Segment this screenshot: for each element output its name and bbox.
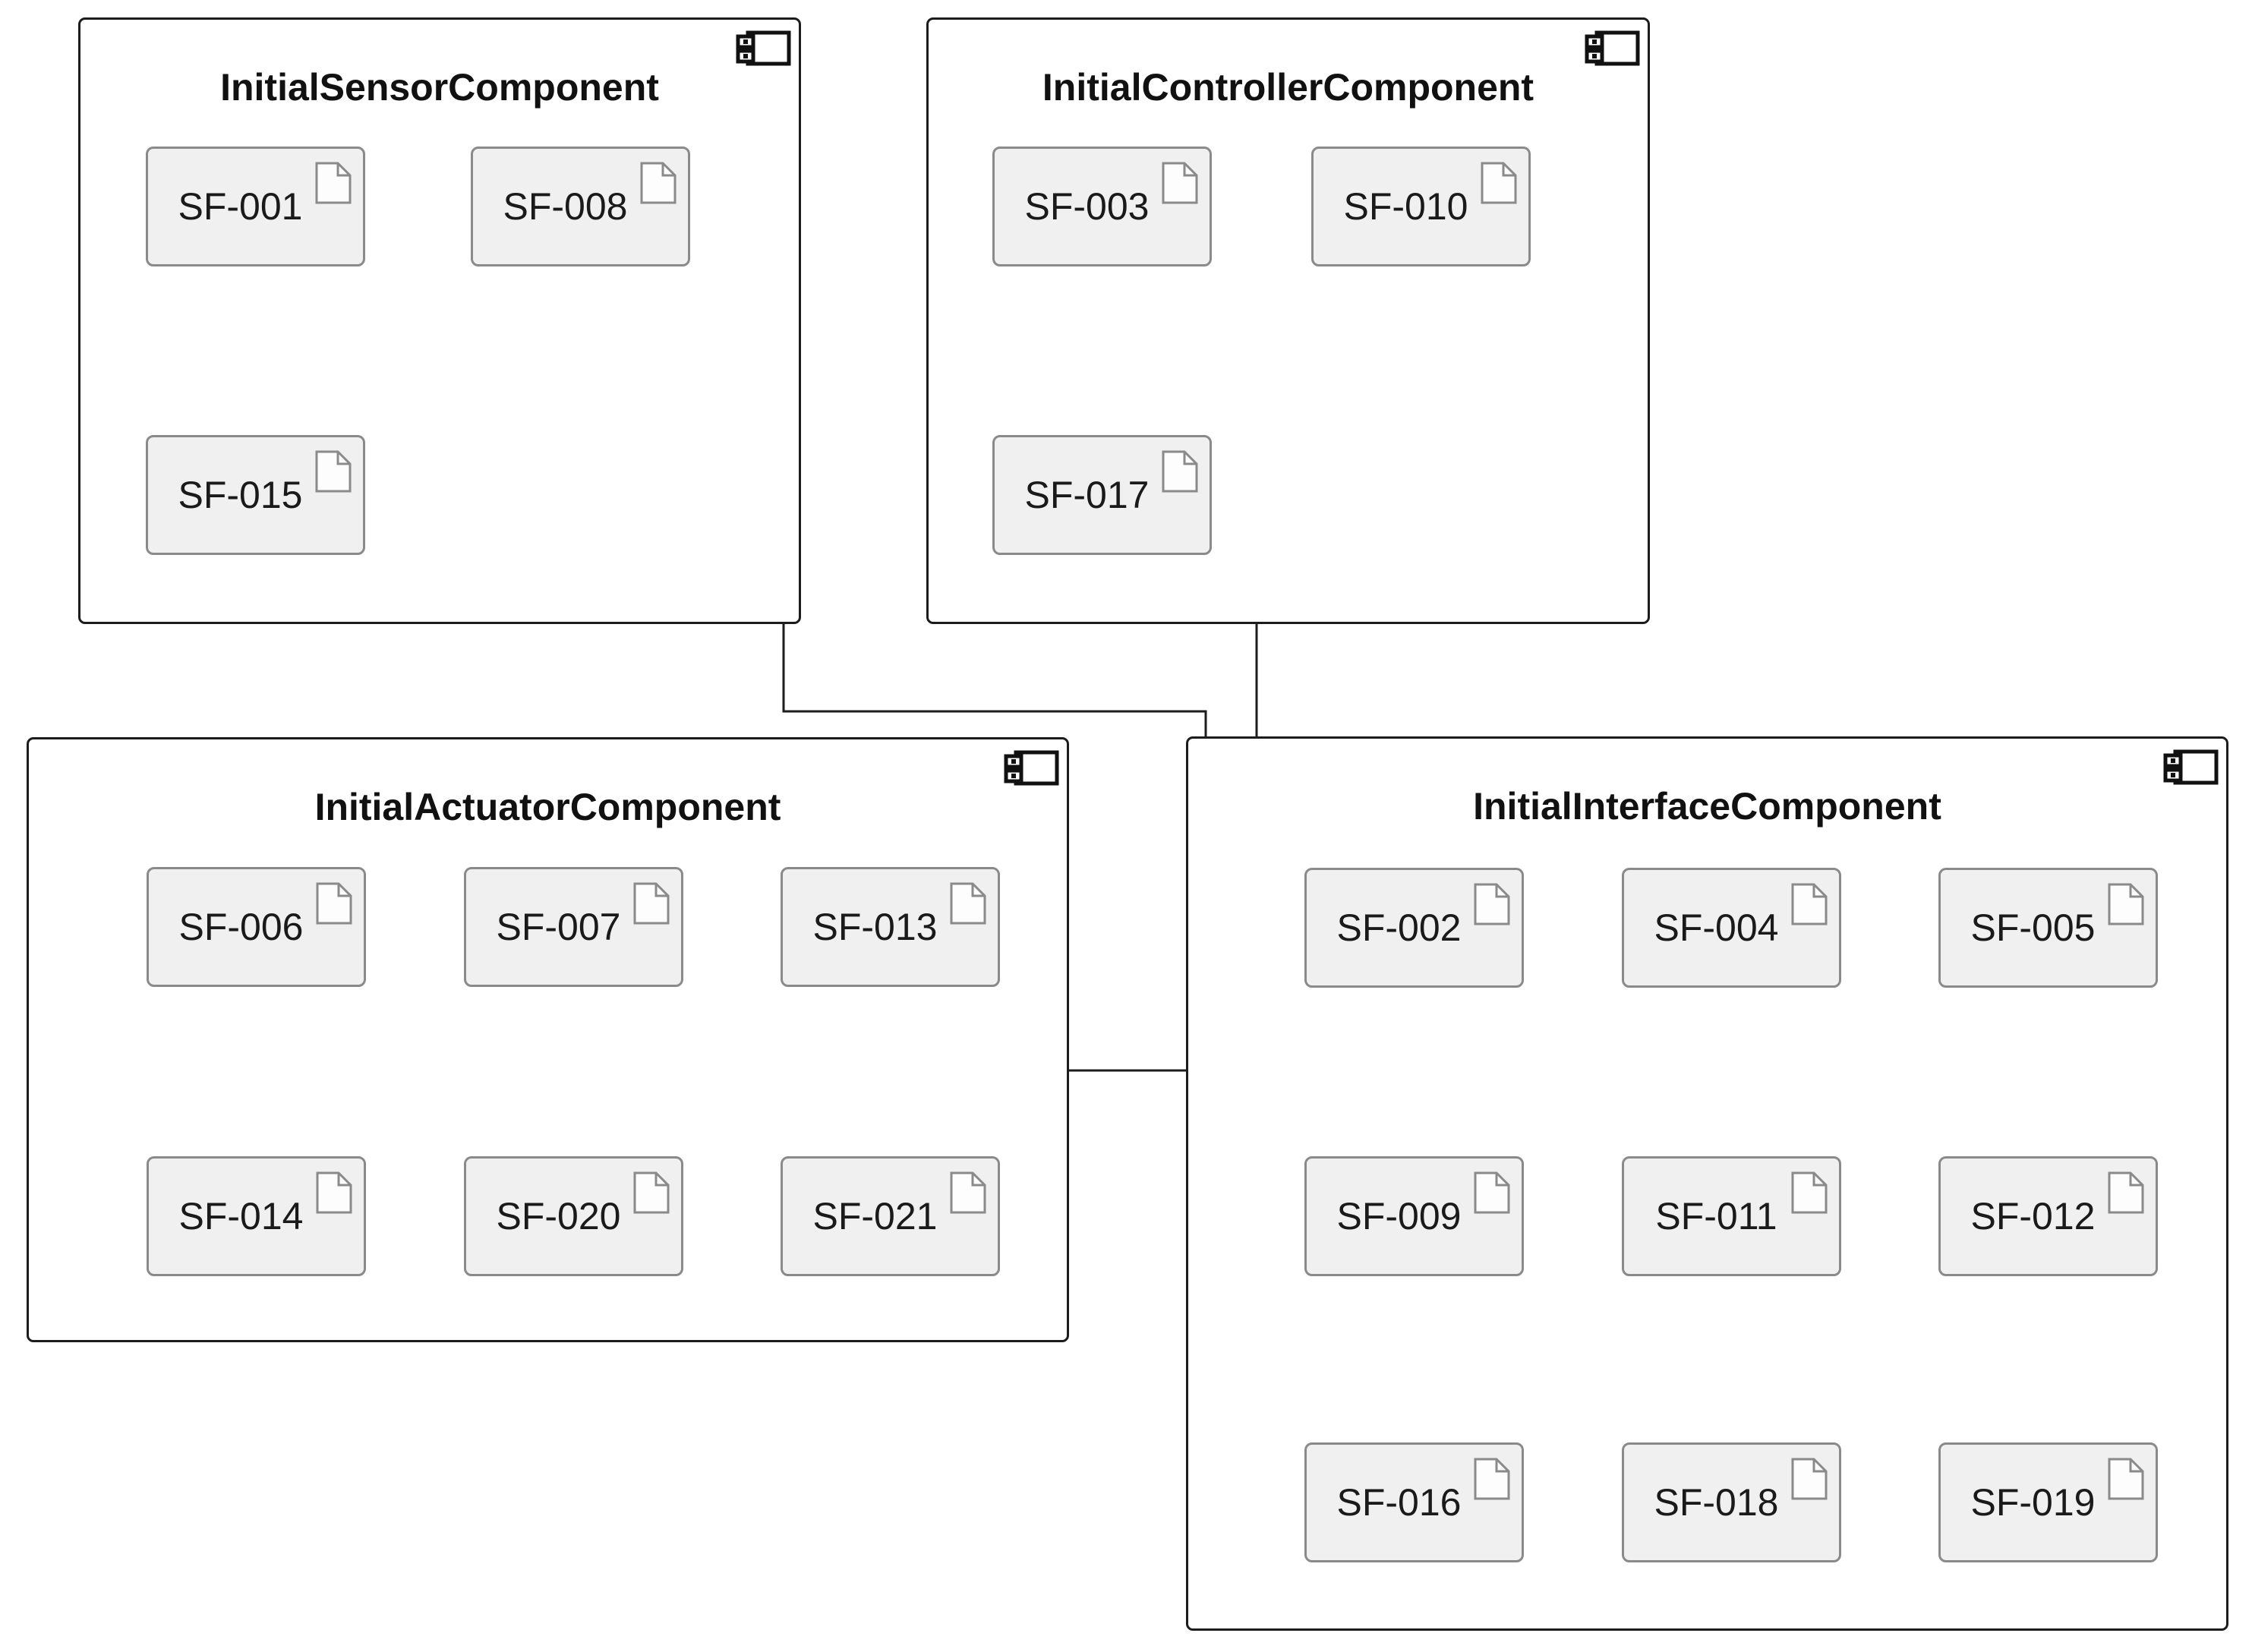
artifact-SF-013[interactable]: SF-013 xyxy=(781,867,1000,987)
uml-component-icon xyxy=(1004,750,1059,786)
document-icon xyxy=(640,162,677,204)
document-icon xyxy=(1474,1458,1510,1500)
component-title: InitialInterfaceComponent xyxy=(1473,785,1941,828)
document-icon xyxy=(2108,1171,2144,1214)
document-icon xyxy=(1481,162,1517,204)
artifact-label: SF-009 xyxy=(1336,1195,1462,1237)
artifact-label: SF-010 xyxy=(1343,185,1468,228)
artifact-SF-012[interactable]: SF-012 xyxy=(1938,1156,2158,1276)
artifact-SF-010[interactable]: SF-010 xyxy=(1311,147,1531,266)
artifact-label: SF-012 xyxy=(1970,1195,2096,1237)
uml-component-icon xyxy=(2163,749,2219,785)
uml-component-icon xyxy=(1585,30,1640,66)
document-icon xyxy=(1474,1171,1510,1214)
document-icon xyxy=(633,1171,670,1214)
document-icon xyxy=(1791,1171,1828,1214)
artifact-SF-004[interactable]: SF-004 xyxy=(1622,868,1841,988)
artifact-SF-021[interactable]: SF-021 xyxy=(781,1156,1000,1276)
document-icon xyxy=(2108,1458,2144,1500)
document-icon xyxy=(1791,883,1828,925)
artifact-SF-016[interactable]: SF-016 xyxy=(1304,1442,1524,1562)
artifact-SF-005[interactable]: SF-005 xyxy=(1938,868,2158,988)
artifact-label: SF-013 xyxy=(812,906,938,948)
document-icon xyxy=(316,882,352,925)
artifact-SF-017[interactable]: SF-017 xyxy=(992,435,1212,555)
artifact-SF-014[interactable]: SF-014 xyxy=(147,1156,366,1276)
document-icon xyxy=(2108,883,2144,925)
artifact-SF-003[interactable]: SF-003 xyxy=(992,147,1212,266)
artifact-SF-001[interactable]: SF-001 xyxy=(146,147,365,266)
artifact-label: SF-016 xyxy=(1336,1481,1462,1524)
document-icon xyxy=(315,450,352,493)
artifact-SF-015[interactable]: SF-015 xyxy=(146,435,365,555)
component-title: InitialSensorComponent xyxy=(220,66,659,109)
artifact-label: SF-011 xyxy=(1655,1195,1777,1237)
artifact-label: SF-005 xyxy=(1970,906,2096,949)
artifact-SF-020[interactable]: SF-020 xyxy=(464,1156,683,1276)
artifact-label: SF-001 xyxy=(178,185,303,228)
artifact-SF-019[interactable]: SF-019 xyxy=(1938,1442,2158,1562)
artifact-label: SF-007 xyxy=(496,906,621,948)
document-icon xyxy=(316,1171,352,1214)
artifact-SF-002[interactable]: SF-002 xyxy=(1304,868,1524,988)
artifact-label: SF-018 xyxy=(1654,1481,1779,1524)
artifact-label: SF-008 xyxy=(503,185,628,228)
document-icon xyxy=(1162,162,1198,204)
artifact-label: SF-003 xyxy=(1024,185,1150,228)
document-icon xyxy=(1162,450,1198,493)
artifact-SF-018[interactable]: SF-018 xyxy=(1622,1442,1841,1562)
document-icon xyxy=(633,882,670,925)
artifact-label: SF-020 xyxy=(496,1195,621,1237)
artifact-SF-006[interactable]: SF-006 xyxy=(147,867,366,987)
component-title: InitialControllerComponent xyxy=(1042,66,1534,109)
document-icon xyxy=(1791,1458,1828,1500)
artifact-label: SF-017 xyxy=(1024,474,1150,516)
artifact-SF-009[interactable]: SF-009 xyxy=(1304,1156,1524,1276)
artifact-SF-011[interactable]: SF-011 xyxy=(1622,1156,1841,1276)
artifact-label: SF-015 xyxy=(178,474,303,516)
artifact-label: SF-021 xyxy=(812,1195,938,1237)
artifact-label: SF-019 xyxy=(1970,1481,2096,1524)
artifact-SF-008[interactable]: SF-008 xyxy=(471,147,690,266)
artifact-SF-007[interactable]: SF-007 xyxy=(464,867,683,987)
document-icon xyxy=(950,1171,986,1214)
component-title: InitialActuatorComponent xyxy=(314,786,781,828)
artifact-label: SF-006 xyxy=(178,906,304,948)
connector-sensor-to-interface xyxy=(782,624,1207,736)
artifact-label: SF-002 xyxy=(1336,906,1462,949)
artifact-label: SF-014 xyxy=(178,1195,304,1237)
document-icon xyxy=(950,882,986,925)
document-icon xyxy=(315,162,352,204)
document-icon xyxy=(1474,883,1510,925)
uml-component-icon xyxy=(736,30,791,66)
artifact-label: SF-004 xyxy=(1654,906,1779,949)
